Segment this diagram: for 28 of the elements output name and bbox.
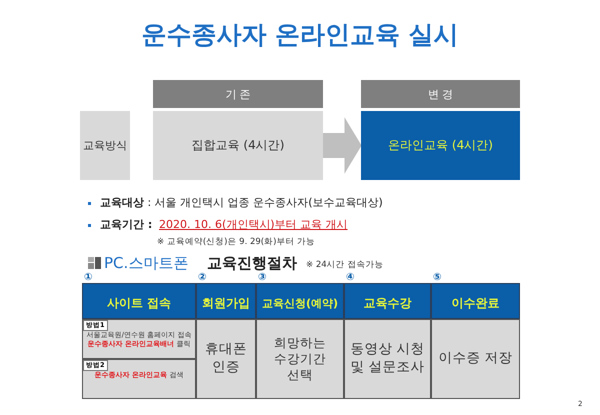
category-box: 교육방식 [80,111,130,180]
header-bar: 기 존 [153,80,323,108]
section-heading: PC.스마트폰 [104,254,188,273]
header-bar: 변 경 [361,80,520,108]
step-number: ② [197,272,208,283]
note-text: ※ 24시간 접속가능 [306,259,384,271]
title: 운수종사자 온라인교육 실시 [140,19,460,51]
step-number: ① [83,272,94,283]
highlighted-date: 2020. 10. 6(개인택시)부터 교육 개시 [159,217,348,232]
table-header-cell: 교육신청(예약) [256,283,344,319]
block-arrow [322,117,362,174]
table-header-cell: 회원가입 [196,283,256,319]
step-number: ④ [345,272,356,283]
table-cell: 희망하는 수강기간 선택 [256,319,344,399]
table-cell: 동영상 시청 및 설문조사 [344,319,431,399]
table-header-cell: 사이트 접속 [82,283,196,319]
bullet-text: 교육대상 : 서울 개인택시 업종 운수종사자(보수교육대상) [100,195,383,210]
step-number: ⑤ [432,272,442,283]
step-number: ③ [257,272,268,283]
table-header-cell: 이수완료 [431,283,520,319]
process-box: 집합교육 (4시간) [153,111,323,180]
section-heading: 교육진행절차 [207,254,297,272]
table-header-cell: 교육수강 [344,283,431,319]
bullet-heading: 교육기간 : [100,217,152,232]
note-text: ※ 교육예약(신청)은 9. 29(화)부터 가능 [157,236,316,248]
table-cell: 이수증 저장 [431,319,520,399]
process-box: 온라인교육 (4시간) [361,111,520,180]
table-cell: 휴대폰 인증 [196,319,256,399]
